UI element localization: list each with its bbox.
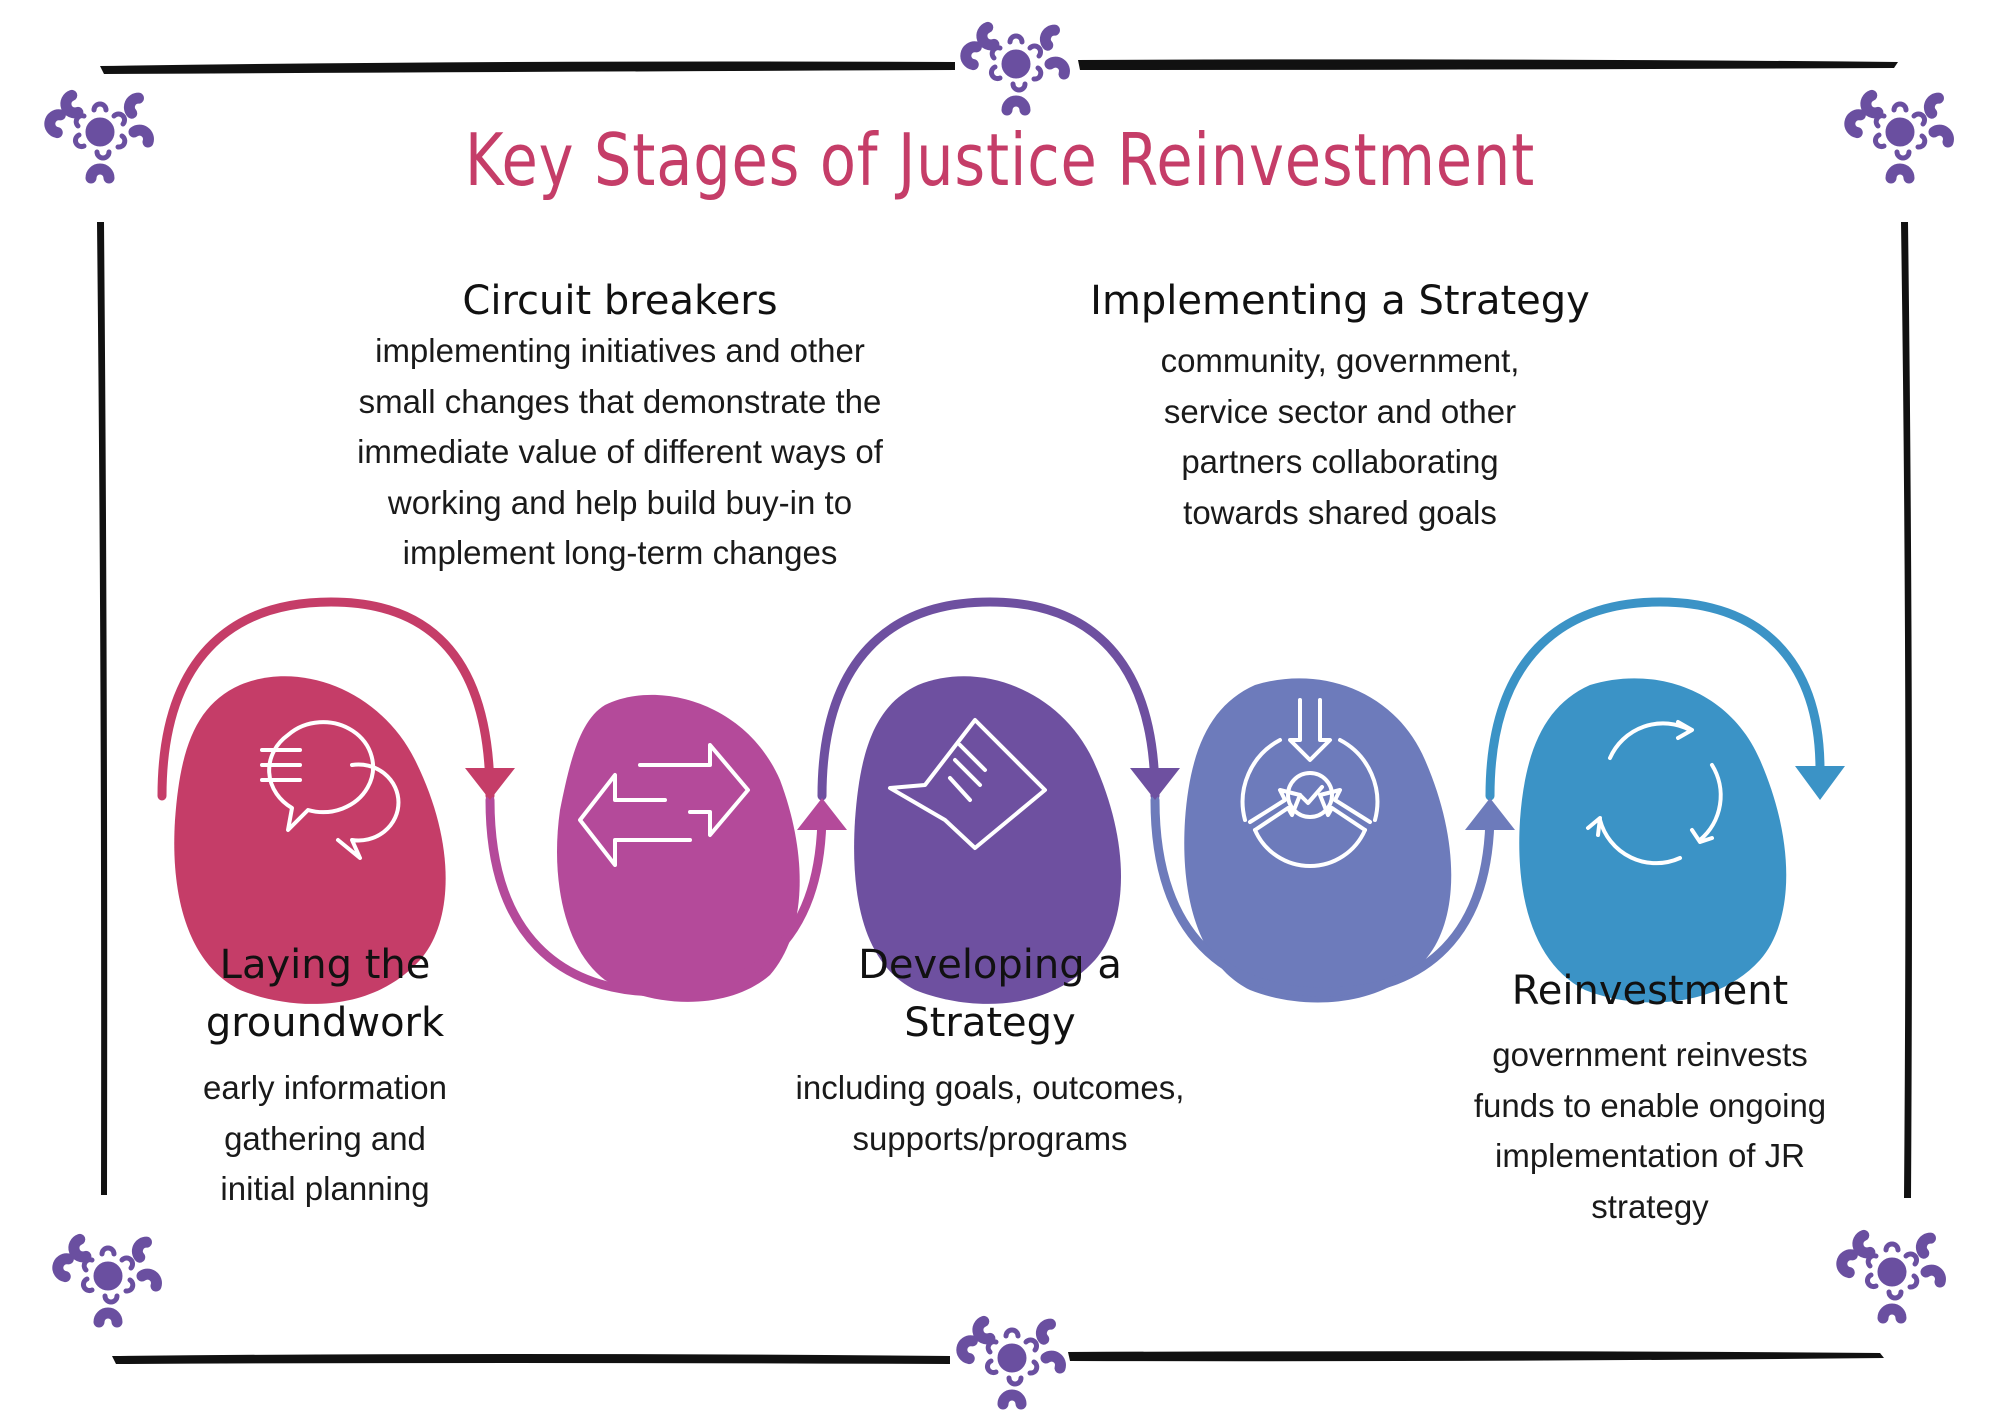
heading-line: Laying the — [219, 942, 431, 988]
connector-arc-2 — [485, 795, 827, 997]
stage-2-heading: Circuit breakers — [462, 278, 778, 324]
flower-top-center-icon — [964, 27, 1064, 110]
frame-bottom-right-stroke — [1068, 1351, 1884, 1362]
stage-2-blob — [557, 694, 800, 1002]
stage-5-description: government reinvests funds to enable ong… — [1420, 1030, 1880, 1232]
connector-arc-3 — [817, 597, 1160, 801]
frame-bottom-left-stroke — [112, 1354, 950, 1364]
description-line: funds to enable ongoing — [1473, 1086, 1827, 1124]
stage-3-heading: Developing a Strategy — [760, 936, 1220, 1052]
description-line: implementing initiatives and other — [375, 332, 865, 369]
document-icon — [888, 718, 1047, 850]
stage-1-blob — [174, 676, 446, 1004]
flower-top-right-icon — [1848, 95, 1948, 178]
description-line: working and help build buy-in to — [387, 483, 853, 521]
description-line: implement long-term changes — [402, 534, 838, 571]
stage-4-description: community, government, service sector an… — [1060, 336, 1620, 538]
flower-bottom-left-icon — [56, 1239, 156, 1322]
stage-1-description: early information gathering and initial … — [160, 1063, 490, 1215]
stage-4-blob — [1184, 678, 1452, 1003]
stage-1-heading: Laying the groundwork — [160, 936, 490, 1052]
speech-bubbles-icon — [260, 720, 401, 860]
description-line: towards shared goals — [1183, 493, 1497, 531]
description-line: supports/programs — [852, 1119, 1128, 1157]
connector-arc-4 — [1150, 795, 1495, 997]
converging-target-icon — [1240, 698, 1380, 869]
stage-5-blob — [1519, 678, 1787, 1003]
arrowhead-up-4 — [1465, 798, 1515, 830]
cycle-arrows-icon — [1586, 720, 1723, 866]
frame — [97, 59, 1912, 1364]
stage-5-heading: Reinvestment — [1511, 968, 1789, 1014]
description-line: early information — [203, 1069, 447, 1106]
flower-bottom-center-icon — [960, 1321, 1060, 1404]
arrowhead-down-1 — [465, 768, 515, 800]
exchange-arrows-icon — [578, 743, 750, 867]
heading-line: Strategy — [904, 1000, 1076, 1046]
description-line: gathering and — [224, 1119, 426, 1157]
flower-top-left-icon — [48, 95, 148, 178]
arrowhead-up-2 — [797, 798, 847, 830]
description-line: initial planning — [220, 1170, 430, 1207]
frame-top-left-stroke — [100, 61, 955, 74]
heading-line: Developing a — [858, 942, 1122, 988]
description-line: service sector and other — [1163, 392, 1517, 430]
stage-4-heading: Implementing a Strategy — [1090, 278, 1590, 324]
description-line: strategy — [1591, 1187, 1709, 1225]
description-line: community, government, — [1160, 342, 1520, 379]
stage-3-description: including goals, outcomes, supports/prog… — [740, 1063, 1240, 1164]
description-line: small changes that demonstrate the — [358, 382, 882, 420]
connector-arc-5 — [1485, 597, 1825, 801]
stage-2-description: implementing initiatives and other small… — [300, 326, 940, 579]
description-line: partners collaborating — [1181, 443, 1499, 480]
frame-right-stroke — [1901, 222, 1912, 1198]
arrowhead-down-5 — [1795, 766, 1845, 800]
frame-left-stroke — [97, 222, 108, 1195]
connector-arc-1 — [157, 597, 495, 801]
description-line: implementation of JR — [1495, 1137, 1805, 1174]
flower-bottom-right-icon — [1840, 1235, 1940, 1318]
arrowhead-down-3 — [1130, 768, 1180, 800]
description-line: immediate value of different ways of — [357, 433, 883, 470]
description-line: government reinvests — [1492, 1036, 1808, 1073]
description-line: including goals, outcomes, — [795, 1069, 1185, 1106]
heading-line: groundwork — [205, 1000, 445, 1046]
frame-top-right-stroke — [1078, 59, 1898, 70]
page-title: Key Stages of Justice Reinvestment — [464, 118, 1536, 202]
